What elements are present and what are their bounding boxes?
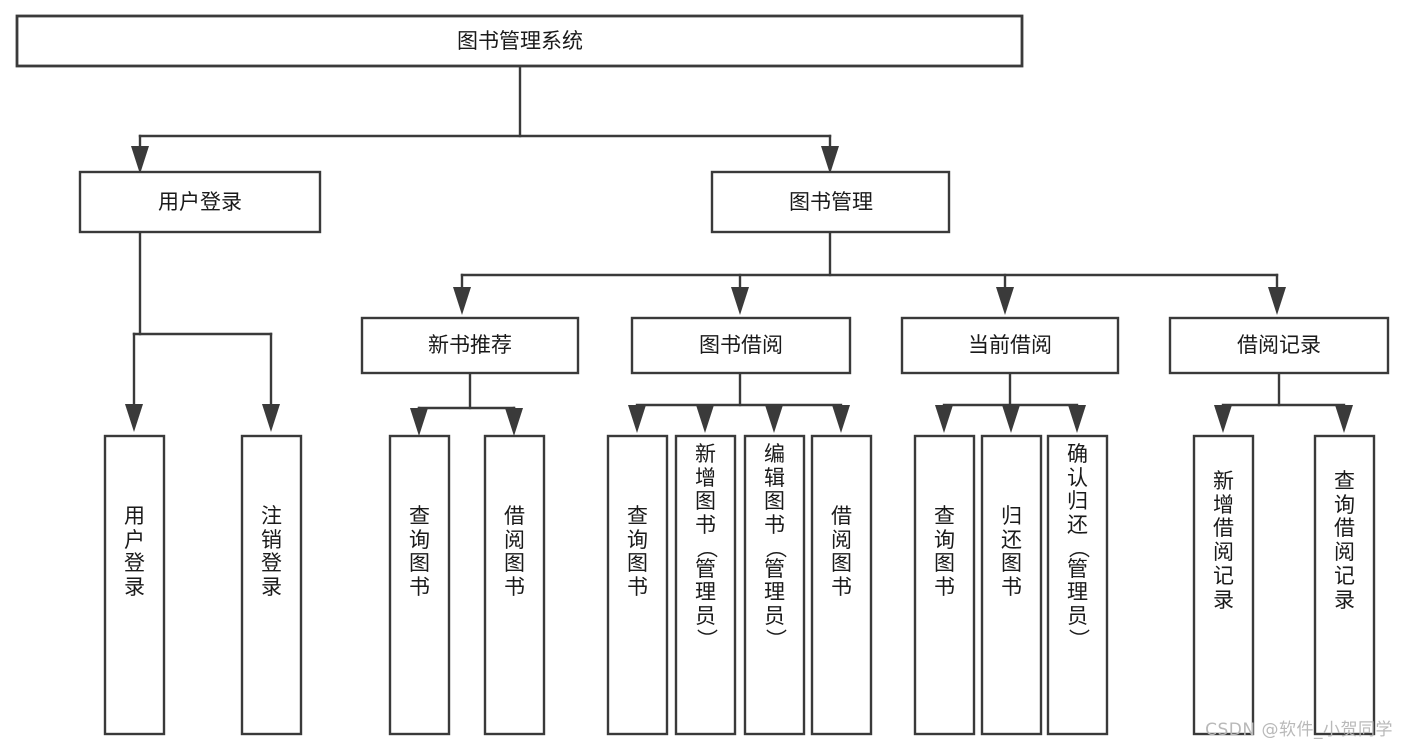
node-box-book-management[interactable] <box>710 170 951 234</box>
label-root: 图书管理系统 <box>457 29 583 53</box>
arrowhead-current-borrow-child-3 <box>1068 405 1086 433</box>
label-new-book-recommend: 新书推荐 <box>428 333 512 357</box>
label-layer: 图书管理系统 用户登录 图书管理 新书推荐 图书借阅 当前借阅 借阅记录 <box>158 29 1321 357</box>
node-box-leaf-new-book-2[interactable] <box>483 434 546 736</box>
arrowhead-to-current-borrow <box>996 287 1014 315</box>
label-book-borrow: 图书借阅 <box>699 333 783 357</box>
connector-layer <box>125 64 1353 436</box>
node-box-book-borrow[interactable] <box>630 316 852 375</box>
node-box-root[interactable] <box>15 14 1024 68</box>
node-box-leaf-book-borrow-3[interactable] <box>743 434 806 736</box>
node-box-leaf-borrow-record-2[interactable] <box>1313 434 1376 736</box>
watermark: CSDN @软件_小贺同学 <box>1205 720 1393 740</box>
node-box-current-borrow[interactable] <box>900 316 1120 375</box>
arrowhead-to-new-book <box>453 287 471 315</box>
arrowhead-new-book-child-2 <box>505 408 523 436</box>
node-box-leaf-book-borrow-1[interactable] <box>606 434 669 736</box>
node-box-leaf-borrow-record-1[interactable] <box>1192 434 1255 736</box>
arrowhead-user-login-child-1 <box>125 404 143 432</box>
arrowhead-current-borrow-child-2 <box>1002 405 1020 433</box>
arrowhead-book-borrow-child-2 <box>696 405 714 433</box>
node-box-leaf-user-login-1[interactable] <box>103 434 166 736</box>
node-box-leaf-current-borrow-3[interactable] <box>1046 434 1109 736</box>
node-box-borrow-record[interactable] <box>1168 316 1390 375</box>
node-box-user-login[interactable] <box>78 170 322 234</box>
node-box-leaf-current-borrow-2[interactable] <box>980 434 1043 736</box>
arrowhead-book-borrow-child-3 <box>765 405 783 433</box>
node-layer <box>15 14 1390 736</box>
label-user-login: 用户登录 <box>158 190 242 214</box>
arrowhead-current-borrow-child-1 <box>935 405 953 433</box>
arrowhead-user-login-child-2 <box>262 404 280 432</box>
arrowhead-borrow-record-child-1 <box>1214 405 1232 433</box>
arrowhead-borrow-record-child-2 <box>1335 405 1353 433</box>
node-box-leaf-book-borrow-4[interactable] <box>810 434 873 736</box>
arrowhead-book-borrow-child-4 <box>832 405 850 433</box>
node-box-leaf-user-login-2[interactable] <box>240 434 303 736</box>
arrowhead-to-borrow-record <box>1268 287 1286 315</box>
node-box-leaf-current-borrow-1[interactable] <box>913 434 976 736</box>
label-borrow-record: 借阅记录 <box>1237 333 1321 357</box>
node-box-leaf-book-borrow-2[interactable] <box>674 434 737 736</box>
node-box-leaf-new-book-1[interactable] <box>388 434 451 736</box>
arrowhead-to-book-borrow <box>731 287 749 315</box>
arrowhead-new-book-child-1 <box>410 408 428 436</box>
label-book-management: 图书管理 <box>789 190 873 214</box>
node-box-new-book-recommend[interactable] <box>360 316 580 375</box>
label-current-borrow: 当前借阅 <box>968 333 1052 357</box>
arrowhead-to-user-login <box>131 146 149 174</box>
arrowhead-to-book-mgmt <box>821 146 839 174</box>
arrowhead-book-borrow-child-1 <box>628 405 646 433</box>
